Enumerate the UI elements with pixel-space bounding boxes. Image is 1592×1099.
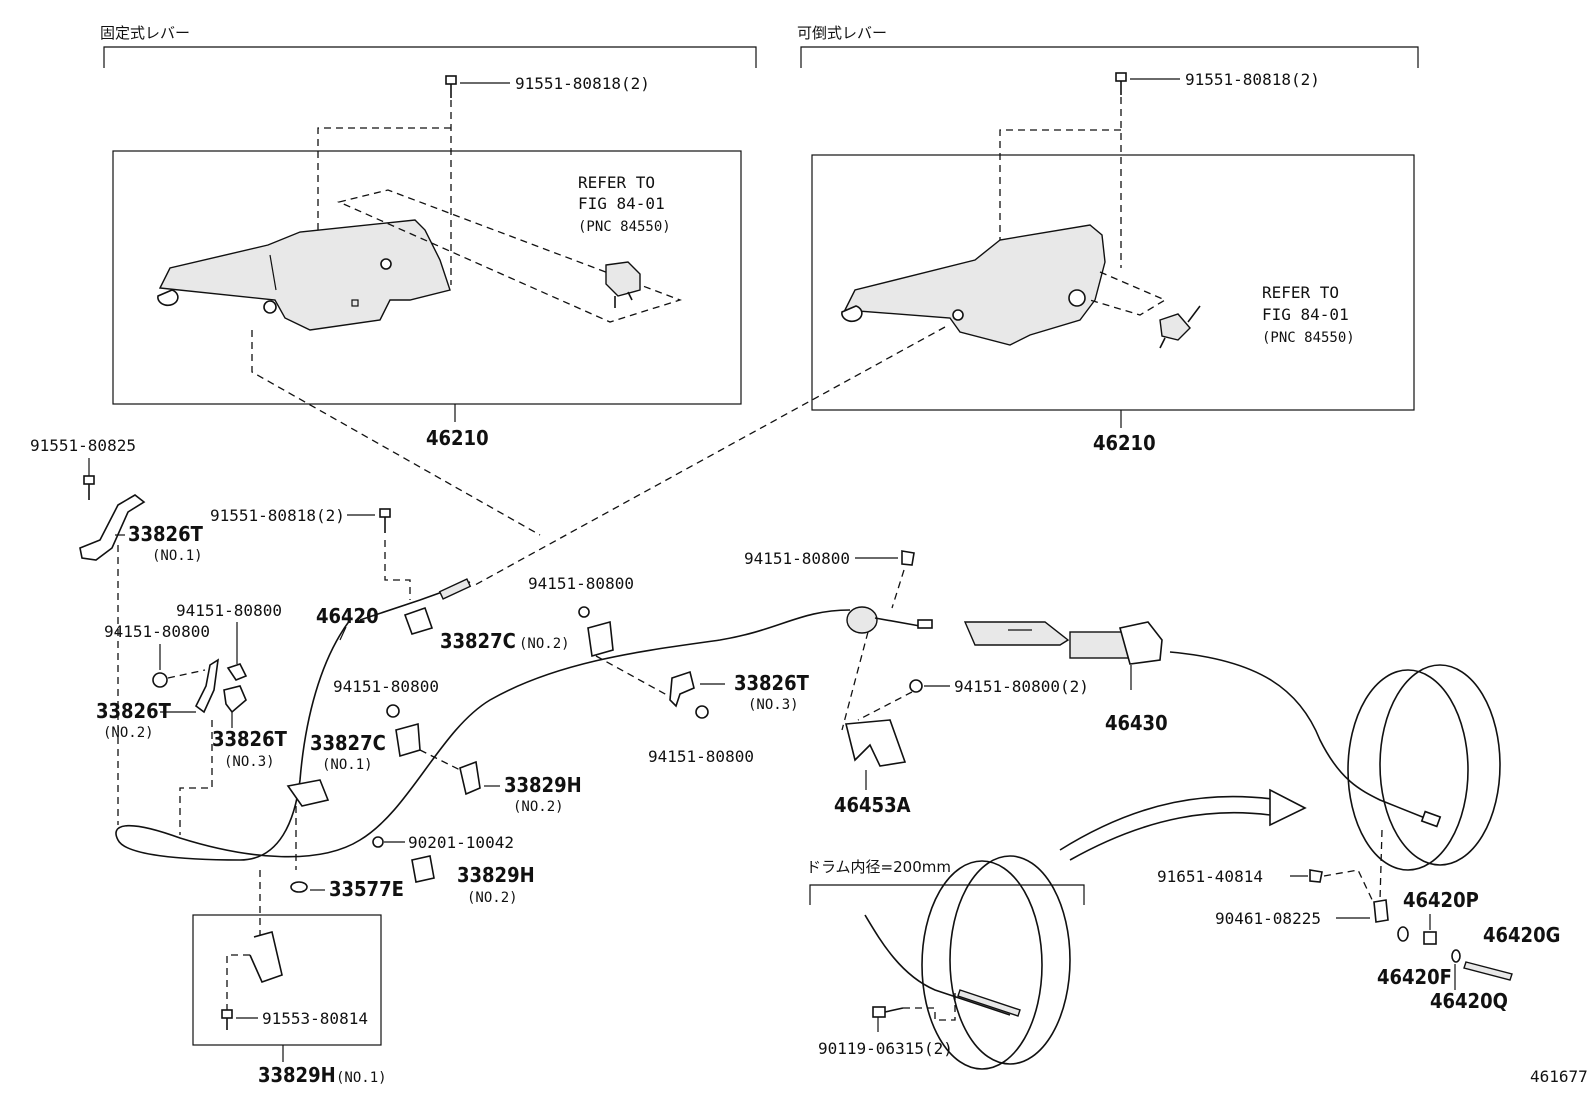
label-clamp-no2-sub: (NO.2) bbox=[103, 725, 154, 741]
label-nut-d: 94151-80800 bbox=[333, 677, 439, 696]
label-bolt-top-left: 91551-80818(2) bbox=[515, 74, 650, 93]
label-bolt-holder: 91553-80814 bbox=[262, 1009, 368, 1028]
bolt-icon bbox=[379, 508, 391, 533]
connection-line bbox=[474, 326, 946, 586]
lever-assembly-folding[interactable]: 91551-80818(2) REFER TO FIG 84-01 (PNC 8… bbox=[811, 70, 1415, 455]
rear-cable[interactable]: 46430 bbox=[963, 621, 1442, 828]
label-clamp-no2: 33826T bbox=[96, 699, 172, 723]
label-washer: 90201-10042 bbox=[408, 833, 514, 852]
bracket-46453A[interactable]: 94151-80800(2) 46453A bbox=[834, 677, 1089, 817]
label-bolt-drum: 90119-06315(2) bbox=[818, 1039, 953, 1058]
label-holder-no2b: 33829H bbox=[457, 863, 535, 887]
lever-assembly-fixed[interactable]: 91551-80818(2) REFER TO FIG 84-01 (PNC 8… bbox=[112, 74, 742, 450]
label-clamp-no1: 33826T bbox=[128, 522, 204, 546]
holder-no2b[interactable]: 90201-10042 33829H (NO.2) bbox=[372, 833, 535, 906]
bolt-icon bbox=[83, 475, 95, 500]
label-holder-no2a-sub: (NO.2) bbox=[513, 799, 564, 815]
direction-arrow-icon bbox=[1059, 788, 1307, 861]
refer-left-line3: (PNC 84550) bbox=[578, 219, 671, 235]
connection-line bbox=[251, 330, 541, 536]
clip-no1[interactable]: 94151-80800 33827C (NO.1) bbox=[310, 677, 471, 776]
label-nut-b: 94151-80800 bbox=[176, 601, 282, 620]
clamp-no3-right[interactable]: 33826T (NO.3) 94151-80800 bbox=[648, 670, 810, 766]
label-bolt-top-right: 91551-80818(2) bbox=[1185, 70, 1320, 89]
label-clip-no2-sub: (NO.2) bbox=[519, 636, 570, 652]
rear-hardware[interactable]: 91651-40814 90461-08225 46420P 46420F 46… bbox=[1157, 829, 1560, 1013]
bolt-mid[interactable]: 91551-80818(2) bbox=[210, 506, 411, 600]
label-nut-c: 94151-80800 bbox=[104, 622, 210, 641]
switch-icon bbox=[1159, 305, 1201, 349]
section-fixed-lever: 固定式レバー bbox=[100, 24, 757, 68]
front-cable[interactable]: 46420 bbox=[115, 578, 851, 861]
label-grommet: 33577E bbox=[329, 877, 404, 901]
nut-c[interactable]: 94151-80800 bbox=[104, 622, 210, 688]
label-part-p: 46420P bbox=[1403, 888, 1479, 912]
label-bolt-rear: 91651-40814 bbox=[1157, 867, 1263, 886]
clip-no2[interactable]: 33827C (NO.2) bbox=[440, 629, 570, 653]
switch-icon bbox=[605, 261, 641, 308]
label-cable-front: 46420 bbox=[316, 604, 379, 628]
label-nut-a: 94151-80800 bbox=[528, 574, 634, 593]
label-bracket: 46453A bbox=[834, 793, 911, 817]
label-part-f: 46420F bbox=[1377, 965, 1452, 989]
section-fixed-lever-title: 固定式レバー bbox=[100, 24, 190, 42]
section-folding-lever: 可倒式レバー bbox=[797, 24, 1419, 68]
clamp-no2[interactable]: 33826T (NO.2) bbox=[96, 658, 220, 835]
holder-no1[interactable]: 91553-80814 33829H (NO.1) bbox=[192, 870, 387, 1087]
bolt-icon bbox=[445, 75, 457, 98]
bolt-icon bbox=[221, 1009, 233, 1030]
equalizer[interactable]: 94151-80800 bbox=[744, 549, 933, 731]
section-drum-size: ドラム内径=200mm bbox=[806, 858, 951, 876]
figure-number: 461677 bbox=[1530, 1067, 1588, 1086]
label-holder-no1-sub: (NO.1) bbox=[336, 1070, 387, 1086]
label-holder-no2a: 33829H bbox=[504, 773, 582, 797]
label-part-g: 46420G bbox=[1483, 923, 1560, 947]
nut-a[interactable]: 94151-80800 bbox=[528, 574, 677, 701]
label-clamp-no3b-sub: (NO.3) bbox=[224, 754, 275, 770]
label-pin: 90461-08225 bbox=[1215, 909, 1321, 928]
label-clip-no2: 33827C bbox=[440, 629, 516, 653]
label-cable-rear: 46430 bbox=[1105, 711, 1168, 735]
refer-right-line2: FIG 84-01 bbox=[1262, 305, 1349, 324]
label-nut-g: 94151-80800(2) bbox=[954, 677, 1089, 696]
bolt-icon bbox=[872, 1006, 904, 1018]
label-nut-e: 94151-80800 bbox=[648, 747, 754, 766]
cable-bracket bbox=[286, 779, 330, 870]
label-holder-no1: 33829H bbox=[258, 1063, 336, 1087]
label-clamp-no1-sub: (NO.1) bbox=[152, 548, 203, 564]
label-lever-right: 46210 bbox=[1093, 431, 1156, 455]
refer-right-line3: (PNC 84550) bbox=[1262, 330, 1355, 346]
refer-left-line1: REFER TO bbox=[578, 173, 655, 192]
label-clip-no1-sub: (NO.1) bbox=[322, 757, 373, 773]
grommet[interactable]: 33577E bbox=[290, 877, 404, 901]
label-bolt-far-left: 91551-80825 bbox=[30, 436, 136, 455]
label-holder-no2b-sub: (NO.2) bbox=[467, 890, 518, 906]
rear-drum bbox=[1347, 664, 1501, 871]
refer-right-line1: REFER TO bbox=[1262, 283, 1339, 302]
label-nut-f: 94151-80800 bbox=[744, 549, 850, 568]
nut-b[interactable]: 94151-80800 bbox=[176, 601, 282, 681]
drum-inset: ドラム内径=200mm 90119-06315(2) bbox=[806, 855, 1085, 1070]
section-folding-lever-title: 可倒式レバー bbox=[797, 24, 887, 42]
clamp-no3-left[interactable]: 33826T (NO.3) bbox=[212, 685, 288, 770]
label-clamp-no3b: 33826T bbox=[212, 727, 288, 751]
label-part-q: 46420Q bbox=[1430, 989, 1508, 1013]
label-clip-no1: 33827C bbox=[310, 731, 386, 755]
bolt-icon bbox=[1115, 72, 1127, 95]
label-bolt-mid: 91551-80818(2) bbox=[210, 506, 345, 525]
refer-left-line2: FIG 84-01 bbox=[578, 194, 665, 213]
holder-no2a[interactable]: 33829H (NO.2) bbox=[459, 760, 582, 815]
label-clamp-no3a: 33826T bbox=[734, 671, 810, 695]
label-lever-left: 46210 bbox=[426, 426, 489, 450]
clamp-no1[interactable]: 91551-80825 33826T (NO.1) bbox=[30, 436, 204, 825]
label-clamp-no3a-sub: (NO.3) bbox=[748, 697, 799, 713]
